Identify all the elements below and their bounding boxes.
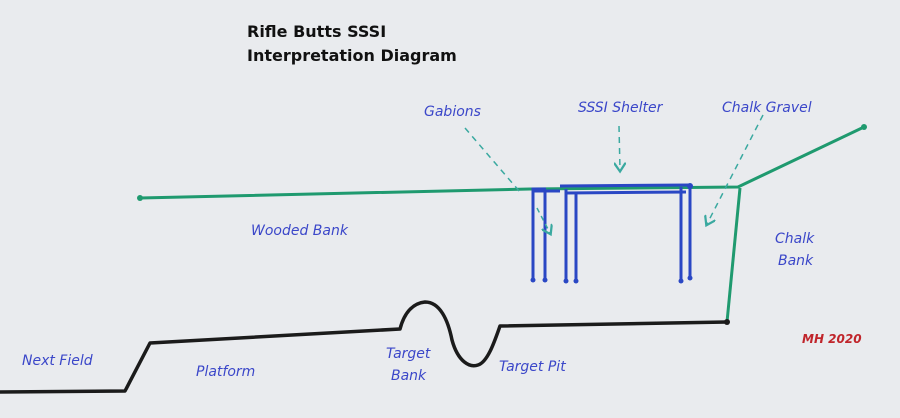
sssi-shelter-structure [559, 183, 692, 281]
label-target: Target [386, 346, 431, 362]
label-platform: Platform [196, 364, 255, 380]
label-gabions: Gabions [424, 104, 481, 120]
ground-line-end [724, 319, 730, 325]
shelter-post-foot [678, 278, 684, 284]
label-target-pit: Target Pit [499, 359, 566, 375]
bank-line-end-right [861, 124, 867, 130]
label-chalk-gravel: Chalk Gravel [722, 100, 812, 116]
shelter-corner [687, 183, 693, 189]
shelter-post-foot [563, 278, 569, 284]
bank-top-line [138, 125, 866, 200]
title-line-2: Interpretation Diagram [247, 46, 457, 65]
title-line-1: Rifle Butts SSSI [247, 22, 386, 41]
shelter-post-foot [687, 275, 693, 281]
label-wooded-bank: Wooded Bank [251, 223, 349, 239]
signature: MH 2020 [802, 332, 862, 346]
ground-profile-line [0, 300, 729, 394]
gabions-arrow [464, 127, 521, 193]
gabion-post-foot [542, 277, 548, 283]
label-chalk-bank: Bank [778, 253, 814, 269]
chalk-bank-line [725, 187, 742, 323]
gabion-post-foot [530, 277, 536, 283]
chalk-gravel-arrow [707, 114, 764, 224]
label-chalk: Chalk [775, 231, 815, 247]
label-sssi-shelter: SSSI Shelter [578, 100, 664, 116]
bank-line-end-left [137, 195, 143, 201]
label-target-bank: Bank [391, 368, 427, 384]
label-next-field: Next Field [22, 353, 93, 369]
shelter-post-foot [573, 278, 579, 284]
sssi-shelter-arrow [619, 125, 620, 170]
gabions-structure [531, 187, 560, 280]
gabions-arrow-2 [536, 207, 550, 233]
